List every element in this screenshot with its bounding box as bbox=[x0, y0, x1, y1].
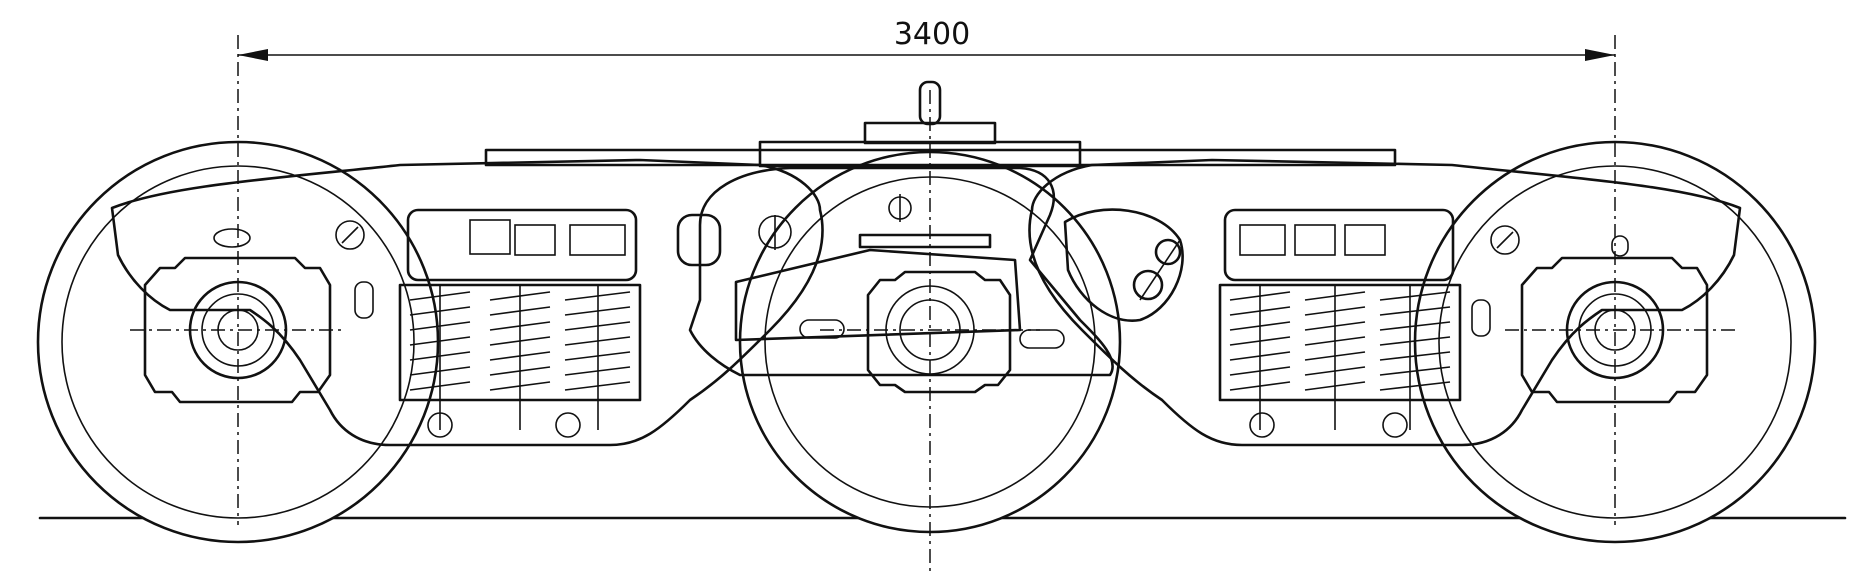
wheelbase-dimension: 3400 bbox=[238, 17, 1615, 61]
dimension-label: 3400 bbox=[894, 17, 970, 52]
center-lines bbox=[130, 35, 1740, 575]
left-frame-slot bbox=[213, 228, 251, 248]
dimension-arrow-left bbox=[238, 49, 268, 61]
right-side-frame bbox=[1028, 158, 1742, 447]
dimension-arrow-right bbox=[1585, 49, 1615, 61]
left-spring-nest bbox=[398, 208, 642, 438]
right-spring-nest bbox=[1218, 208, 1462, 438]
right-frame-window bbox=[1063, 208, 1184, 322]
right-frame-slot bbox=[1611, 235, 1629, 257]
